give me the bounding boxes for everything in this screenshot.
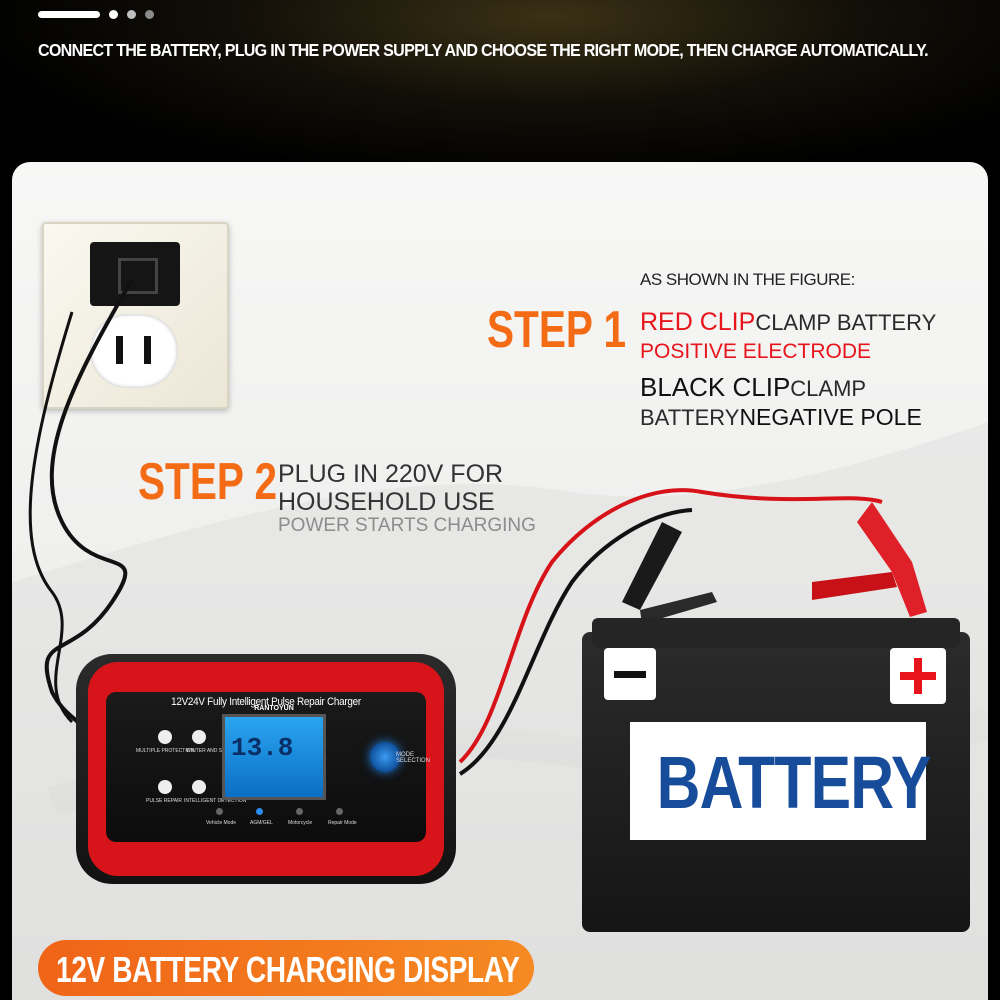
charger-panel: 12V24V Fully Intelligent Pulse Repair Ch… xyxy=(106,692,430,842)
intelligent-detection-label: INTELLIGENT DETECTION xyxy=(184,798,247,804)
repair-mode-led xyxy=(336,808,343,815)
agm-gel-label: AGM/GEL xyxy=(250,820,273,826)
black-clip-battery: BATTERY xyxy=(640,405,740,430)
step-2-title: STEP 2 xyxy=(138,453,278,511)
charging-display-badge: 12V BATTERY CHARGING DISPLAY xyxy=(38,940,534,996)
cables xyxy=(28,278,927,776)
charging-display-text: 12V BATTERY CHARGING DISPLAY xyxy=(56,949,520,990)
carousel-dot[interactable] xyxy=(145,10,154,19)
vehicle-mode-label: Vehicle Mode xyxy=(206,820,237,826)
battery-label: BATTERY xyxy=(630,722,932,840)
red-clip-line-2: POSITIVE ELECTRODE xyxy=(640,340,872,363)
brand-label: RANTOYUN xyxy=(254,705,294,712)
red-clip-text: CLAMP BATTERY xyxy=(755,310,937,335)
carousel-dot[interactable] xyxy=(127,10,136,19)
mode-selection-label: MODE SELECTION xyxy=(396,752,431,764)
vehicle-mode-led xyxy=(216,808,223,815)
socket-slot xyxy=(144,336,151,364)
multiple-protection-label: MULTIPLE PROTECTION xyxy=(136,748,195,754)
headline: CONNECT THE BATTERY, PLUG IN THE POWER S… xyxy=(38,40,929,60)
charger-device: 12V24V Fully Intelligent Pulse Repair Ch… xyxy=(76,654,456,884)
carousel-dot[interactable] xyxy=(109,10,118,19)
battery-lid xyxy=(592,618,960,648)
socket-slot xyxy=(116,336,123,364)
motorcycle-led xyxy=(296,808,303,815)
winter-summer-icon xyxy=(192,730,206,744)
battery-label-text: BATTERY xyxy=(656,741,932,824)
minus-sign-icon xyxy=(604,648,656,700)
car-battery: BATTERY xyxy=(582,618,970,932)
agm-gel-led xyxy=(256,808,263,815)
lcd-display: RANTOYUN 13.8 xyxy=(222,705,326,800)
intelligent-detection-icon xyxy=(192,780,206,794)
black-clip-line-2: BATTERYNEGATIVE POLE xyxy=(640,404,922,431)
black-clip-negative: NEGATIVE POLE xyxy=(739,404,922,430)
instruction-card: STEP 1 AS SHOWN IN THE FIGURE: RED CLIPC… xyxy=(12,162,988,1000)
plus-sign-icon xyxy=(890,648,946,704)
voltage-readout: 13.8 xyxy=(231,733,294,763)
black-clip-line: BLACK CLIPCLAMP xyxy=(640,372,866,403)
black-clip-label: BLACK CLIP xyxy=(640,372,791,402)
mode-selection-button[interactable] xyxy=(370,742,400,772)
plug-face xyxy=(118,258,158,294)
pulse-repair-label: PULSE REPAIR xyxy=(146,798,183,804)
repair-mode-label: Repair Mode xyxy=(328,820,357,826)
red-clip-line: RED CLIPCLAMP BATTERY xyxy=(640,308,936,337)
top-banner: CONNECT THE BATTERY, PLUG IN THE POWER S… xyxy=(0,0,1000,170)
step-1-title: STEP 1 xyxy=(487,301,627,359)
carousel-indicator[interactable] xyxy=(38,10,154,19)
motorcycle-label: Motorcycle xyxy=(288,820,313,826)
protection-icon xyxy=(158,730,172,744)
black-clip-text: CLAMP xyxy=(790,376,867,401)
pulse-repair-icon xyxy=(158,780,172,794)
step-1-caption: AS SHOWN IN THE FIGURE: xyxy=(640,270,855,289)
carousel-dot-active[interactable] xyxy=(38,11,100,18)
plug-head xyxy=(90,242,180,306)
step-2-line-2: HOUSEHOLD USE xyxy=(278,488,495,516)
step-2-line-1: PLUG IN 220V FOR xyxy=(278,460,504,488)
charger-title: 12V24V Fully Intelligent Pulse Repair Ch… xyxy=(171,696,361,708)
winter-summer-label: WINTER AND SUMMER xyxy=(186,748,241,754)
red-clip-label: RED CLIP xyxy=(640,308,756,336)
step-2-line-3: POWER STARTS CHARGING xyxy=(278,515,536,536)
wall-outlet xyxy=(42,222,229,409)
